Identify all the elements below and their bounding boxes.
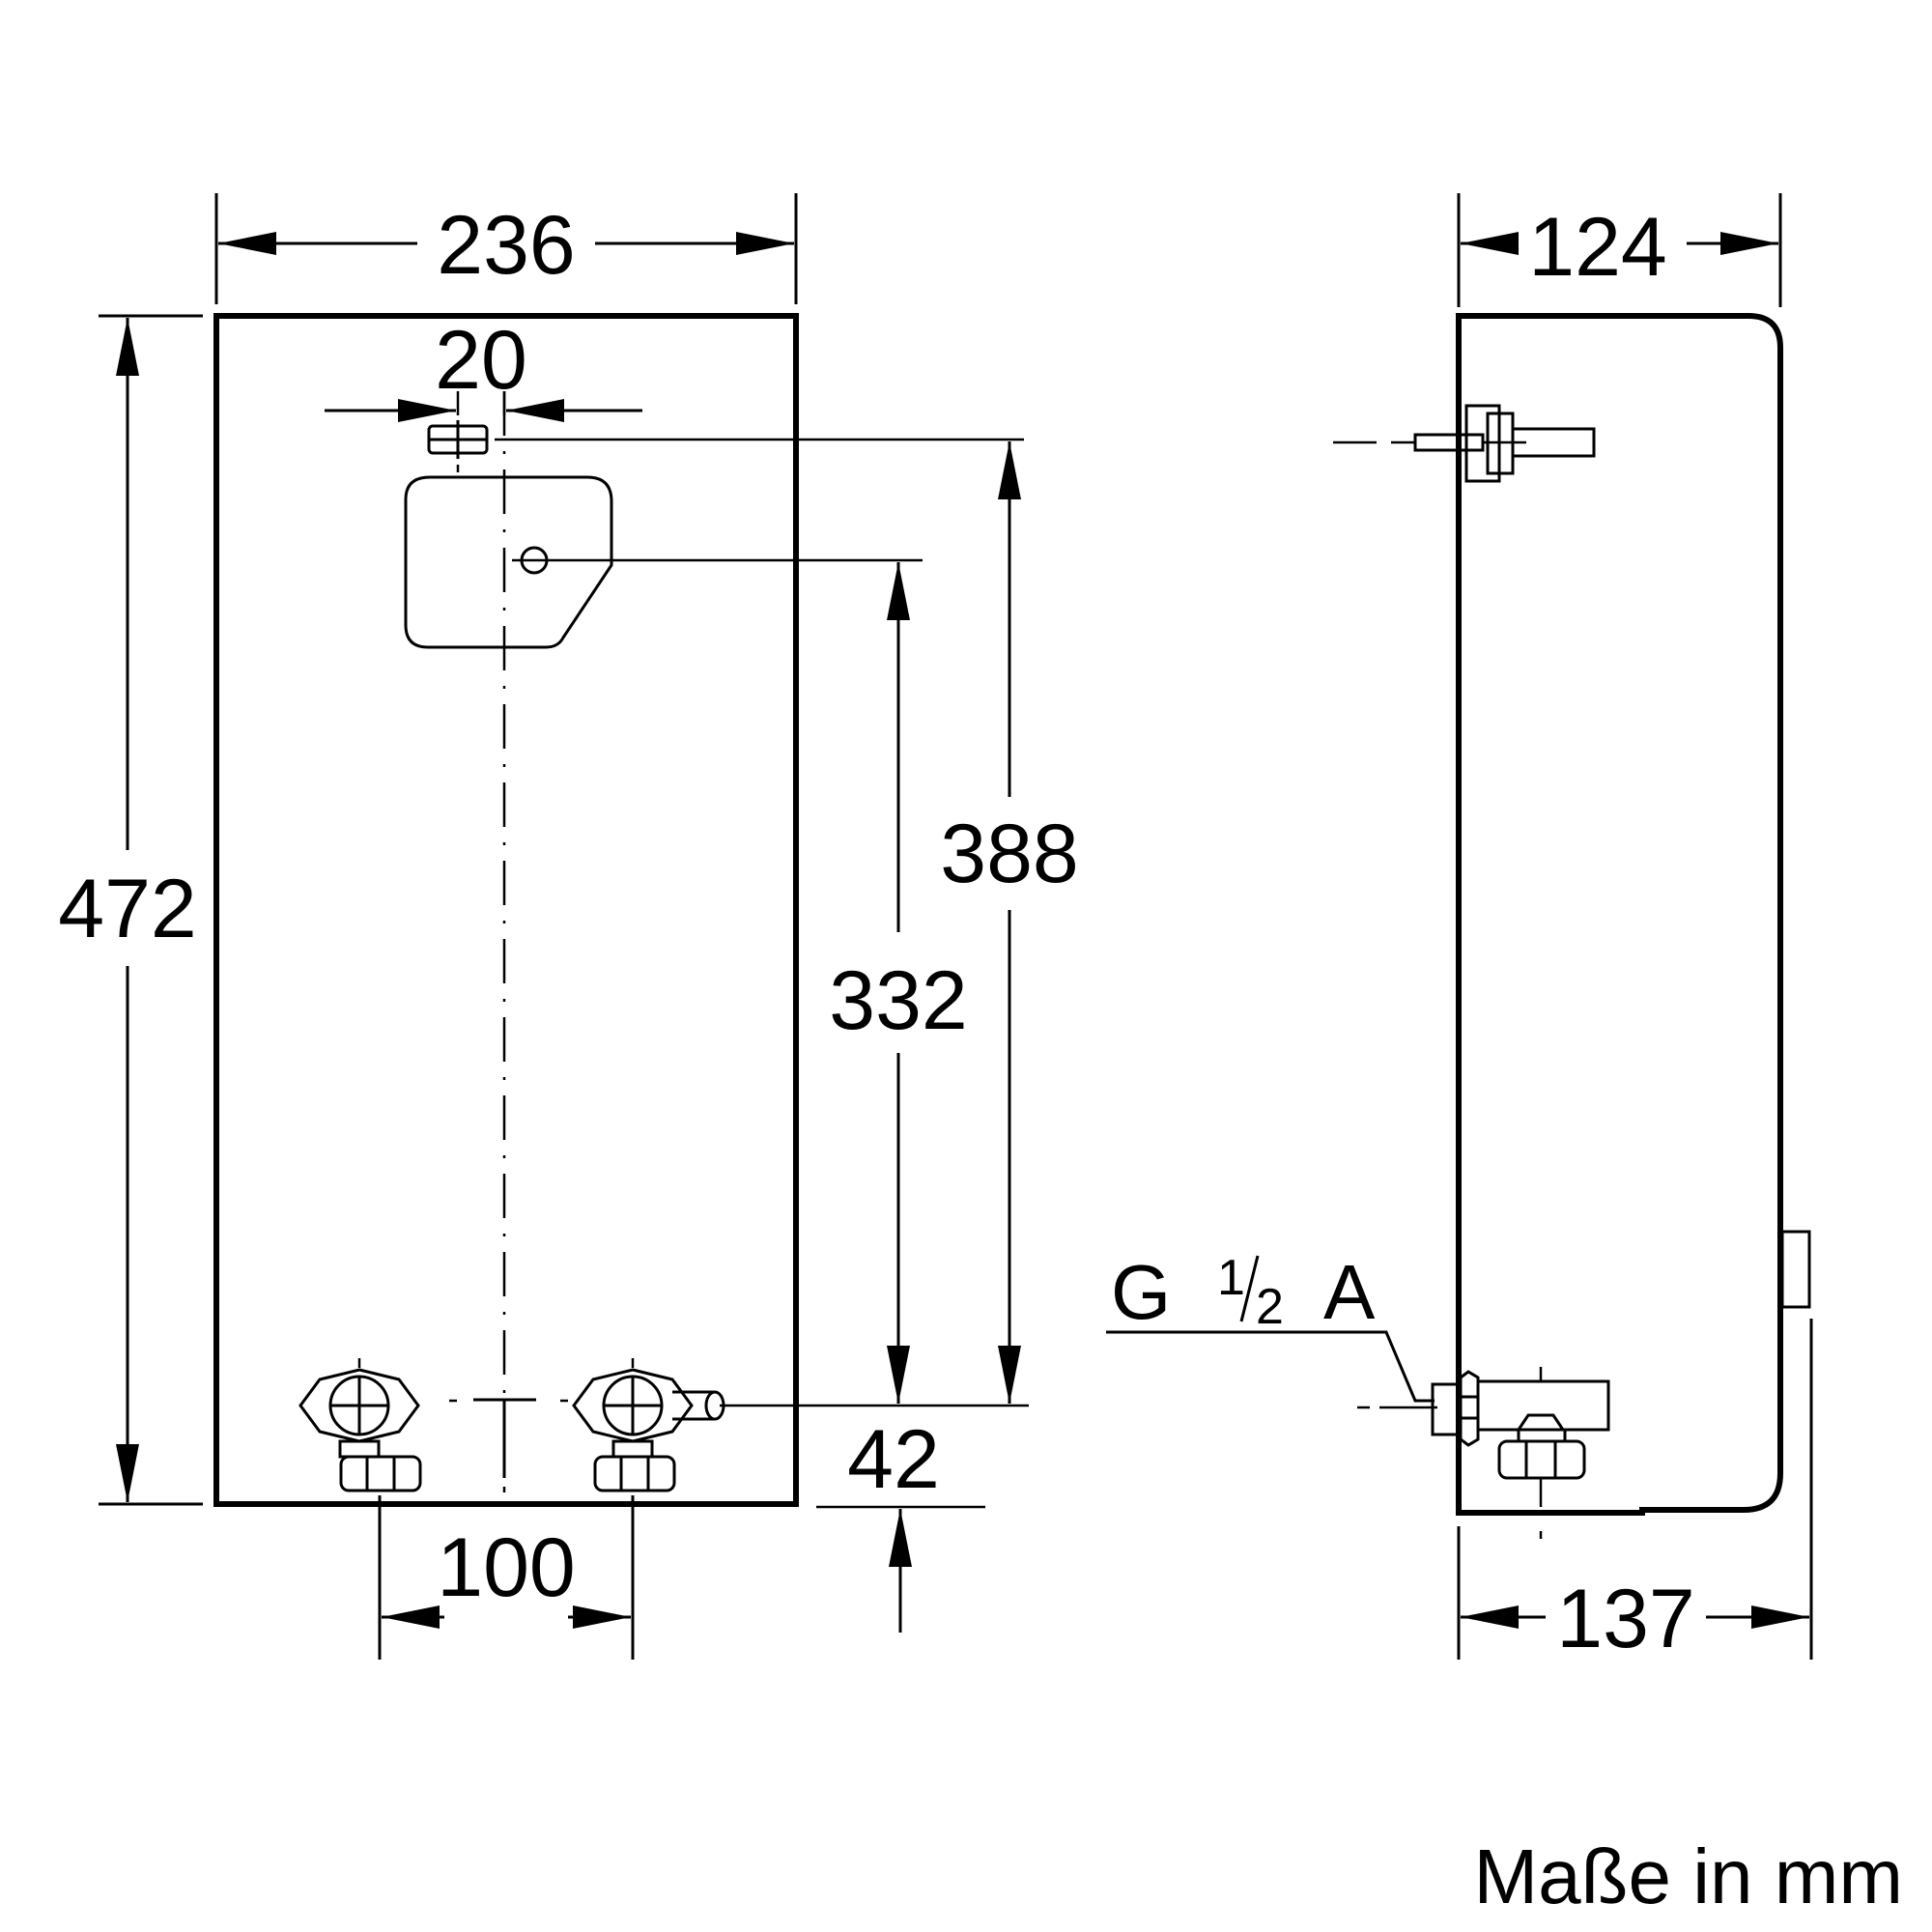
dim-hole-height-label: 332 [829,954,968,1047]
dim-depth-bottom-label: 137 [1556,1573,1695,1665]
dim-height-label: 472 [58,863,197,955]
left-pipe-connection [298,1358,422,1492]
side-housing-outline [1456,313,1783,1516]
front-view [213,313,799,1507]
top-mounting-bolt [1333,404,1596,483]
side-view: G 1 2 A [1106,313,1811,1539]
right-pipe-connection [572,1358,725,1492]
dim-bracket-height-label: 388 [940,808,1079,900]
thread-label: G 1 2 A [1106,1249,1435,1403]
thread-label-suffix: A [1323,1249,1376,1335]
side-dimensions: 124 137 [1457,193,1813,1665]
bottom-fitting [1357,1367,1610,1539]
dim-depth-top-label: 124 [1528,201,1667,294]
dim-bracket-offset-label: 20 [435,314,527,407]
thread-label-main: G [1111,1249,1171,1335]
front-housing-outline [213,313,799,1507]
thread-label-denominator: 2 [1256,1279,1284,1335]
control-panel-outline [404,475,613,649]
dim-width-label: 236 [437,199,576,292]
front-dimensions: 236 472 20 388 332 42 100 [58,193,1079,1660]
rear-tab [1780,1230,1811,1309]
units-note: Maße in mm [1474,1833,1904,1919]
dim-pipe-offset-label: 42 [847,1413,940,1506]
thread-label-numerator: 1 [1217,1250,1245,1306]
dim-pipe-spacing-label: 100 [437,1521,576,1614]
